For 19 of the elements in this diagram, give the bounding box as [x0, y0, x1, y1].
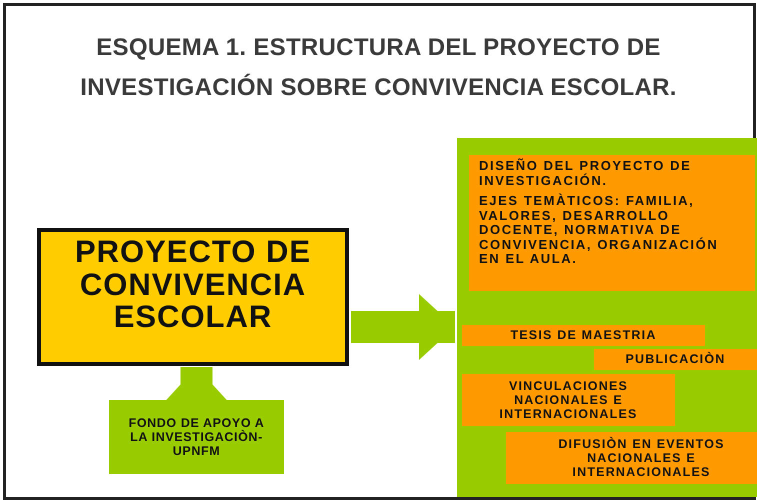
box-text: FONDO DE APOYO A LA INVESTIGACIÒN-UPNFM — [128, 416, 266, 458]
panel-box — [457, 138, 757, 497]
box-text: PUBLICACIÒN — [624, 352, 726, 366]
box-text: EJES TEMÀTICOS: FAMILIA, VALORES, DESARROLLO DOCENTE, NORMATIVA DE CONVIVENCIA, ORGANIZACIÓN EN EL AULA. — [479, 194, 720, 267]
process-box — [109, 400, 284, 474]
box-text: TESIS DE MAESTRIA — [509, 328, 658, 342]
box-text: PROYECTO DE CONVIVENCIA ESCOLAR — [74, 236, 312, 334]
process-box — [37, 228, 349, 366]
box-text: DIFUSIÒN EN EVENTOS NACIONALES E INTERNACIONALES — [557, 437, 726, 479]
process-box — [462, 374, 675, 426]
box-text: VINCULACIONES NACIONALES E INTERNACIONALES — [498, 379, 639, 421]
block-arrow — [164, 367, 230, 403]
process-box — [594, 349, 757, 370]
process-box — [462, 325, 705, 346]
process-box — [506, 432, 757, 484]
diagram-title: ESQUEMA 1. ESTRUCTURA DEL PROYECTO DE INVESTIGACIÓN SOBRE CONVIVENCIA ESCOLAR. — [79, 33, 678, 103]
block-arrow — [351, 294, 455, 360]
box-text: DISEÑO DEL PROYECTO DE INVESTIGACIÓN. — [479, 159, 692, 188]
process-box — [469, 155, 755, 291]
